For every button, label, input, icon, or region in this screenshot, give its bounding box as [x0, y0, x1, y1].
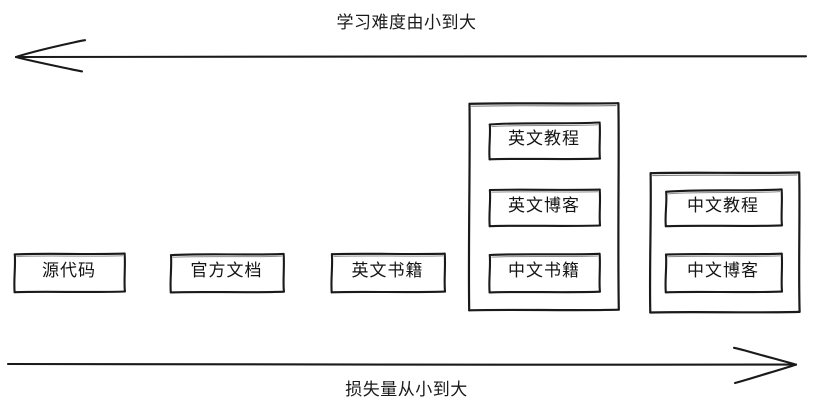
node-label: 中文书籍 — [508, 261, 580, 281]
node-label: 中文博客 — [687, 261, 759, 281]
top-axis-arrow — [14, 39, 808, 73]
node-label: 英文博客 — [508, 196, 580, 216]
node-english-books[interactable]: 英文书籍 — [330, 252, 447, 294]
node-chinese-blogs[interactable]: 中文博客 — [664, 252, 784, 294]
node-label: 英文教程 — [508, 129, 580, 149]
top-axis-label: 学习难度由小到大 — [336, 13, 477, 33]
bottom-axis-label: 损失量从小到大 — [345, 380, 468, 400]
node-english-blogs[interactable]: 英文博客 — [488, 188, 602, 228]
node-label: 中文教程 — [687, 196, 759, 216]
node-label: 英文书籍 — [351, 261, 424, 281]
node-label: 官方文档 — [190, 261, 263, 281]
node-english-tutorials[interactable]: 英文教程 — [488, 121, 601, 161]
node-chinese-tutorials[interactable]: 中文教程 — [664, 188, 783, 228]
node-chinese-books[interactable]: 中文书籍 — [488, 252, 601, 294]
node-label: 源代码 — [42, 261, 96, 281]
node-source-code[interactable]: 源代码 — [13, 252, 126, 294]
node-official-docs[interactable]: 官方文档 — [169, 252, 285, 294]
